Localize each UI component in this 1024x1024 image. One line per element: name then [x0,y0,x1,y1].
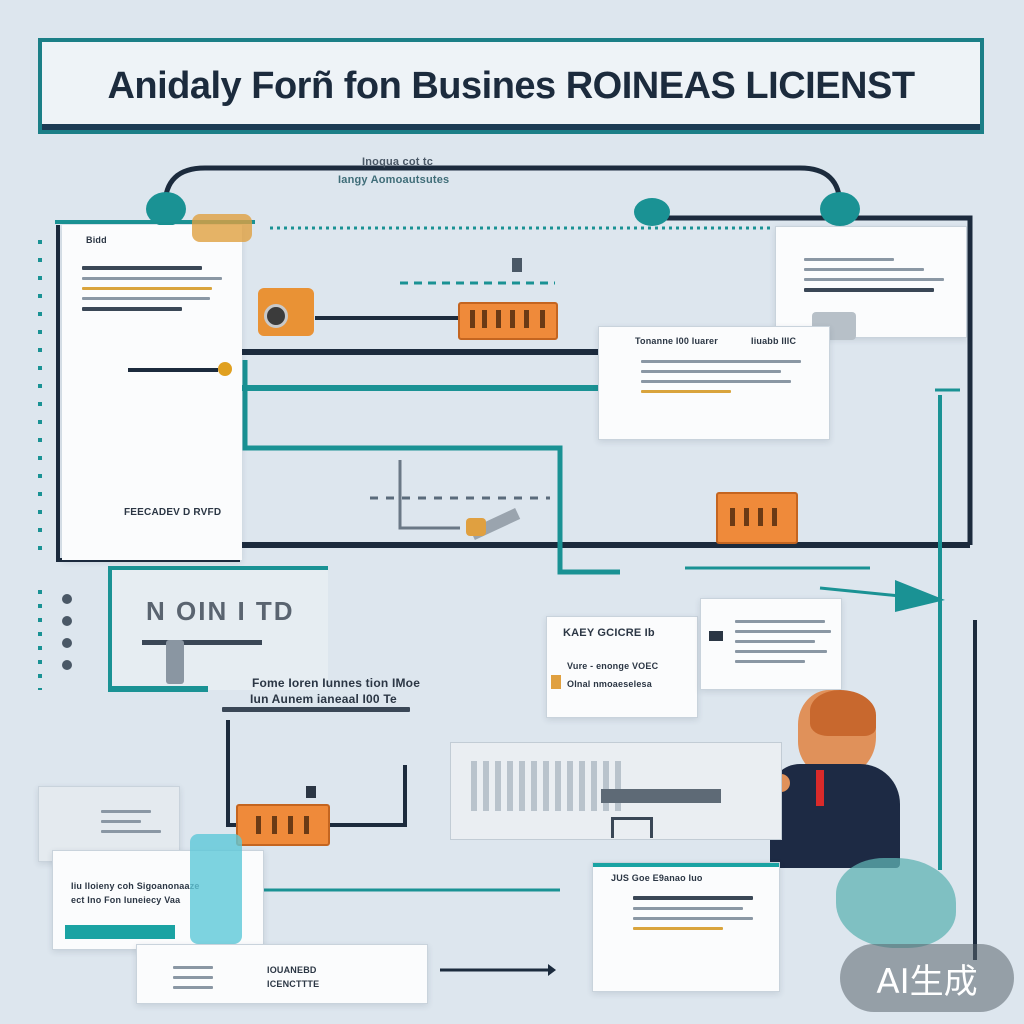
far-right-card [700,598,842,690]
connector-node [634,198,670,226]
desk-machine [450,742,782,840]
tag-icon [551,675,561,689]
card-text-lines [101,803,171,840]
doc-text-lines [82,259,232,318]
bottom-left-text-1: Iiu Iloieny coh Sigoanonaaze [71,881,200,891]
ai-generated-badge: AI生成 [840,944,1014,1012]
businessman-figure [730,690,900,870]
slider-track [128,368,218,372]
mid-card-header-2: Iiuabb IIIC [751,336,797,346]
right-card-line-1: Vure - enonge VOEC [567,661,659,671]
orange-module-block [236,804,330,846]
chair-shape [836,858,956,948]
panel-underline [108,686,208,692]
card-text-lines [173,959,233,996]
doc-corner-label: Bidd [86,235,107,245]
connector-node [146,192,186,226]
diagram-title: Anidaly Forñ fon Busines ROINEAS LICIENS… [107,64,915,107]
panel-bar [142,640,262,645]
card-accent [593,863,779,867]
progress-strip [65,925,175,939]
camera-icon [258,288,314,336]
right-info-card: KAEY GCICRE Ib Vure - enonge VOEC Olnal … [546,616,698,718]
top-note-line-1: Inoqua cot tc [362,156,434,168]
machine-slot [601,789,721,803]
pin-icon [306,786,316,798]
top-right-card [775,226,967,338]
center-text-line-2: Iun Aunem ianeaal I00 Te [250,692,397,706]
left-lower-panel: N OIN I TD [108,566,328,690]
bottle-shape [190,834,242,944]
icon-column [62,594,78,684]
tool-handle [466,518,486,536]
machine-handle [611,817,653,838]
orange-module-block [458,302,558,340]
middle-info-card: Tonanne I00 Iuarer Iiuabb IIIC [598,326,830,440]
left-document-panel: Bidd FEECADEV D RVFD [62,225,242,560]
card-text-lines [641,353,811,400]
bottom-caption-1: IOUANEBD [267,965,317,975]
person-tie [816,770,824,806]
connector-node [820,192,860,226]
center-text-lines [222,700,412,719]
left-card-caption: FEECADEV D RVFD [124,507,222,518]
center-text-line-1: Fome Ioren Iunnes tion IMoe [252,676,421,690]
person-hair [810,690,876,736]
card-text-lines [633,889,763,937]
machine-keys [471,761,621,811]
bottom-document-card: IOUANEBD ICENCTTTE [136,944,428,1004]
left-panel-heading: N OIN I TD [146,596,295,626]
orange-module-block [716,492,798,544]
card-text-lines [804,251,954,299]
slider-knob [218,362,232,376]
person-suit [770,764,900,868]
right-card-line-2: Olnal nmoaeselesa [567,679,652,689]
mid-card-header-1: Tonanne I00 Iuarer [635,336,718,346]
card-text-lines [735,613,835,670]
bottom-left-text-2: ect Ino Fon Iuneiecy Vaa [71,895,181,905]
bracket-icon [166,640,184,684]
hand-pointer-icon [192,214,252,242]
pin-icon [512,258,522,272]
top-note-line-2: Iangy Aomoautsutes [338,174,450,186]
right-card-header: KAEY GCICRE Ib [563,627,655,639]
title-banner: Anidaly Forñ fon Busines ROINEAS LICIENS… [38,38,984,134]
bottom-caption-2: ICENCTTTE [267,979,320,989]
bottom-right-header: JUS Goe E9anao Iuo [611,873,703,883]
bottom-right-card: JUS Goe E9anao Iuo [592,862,780,992]
clip-icon [709,631,723,641]
